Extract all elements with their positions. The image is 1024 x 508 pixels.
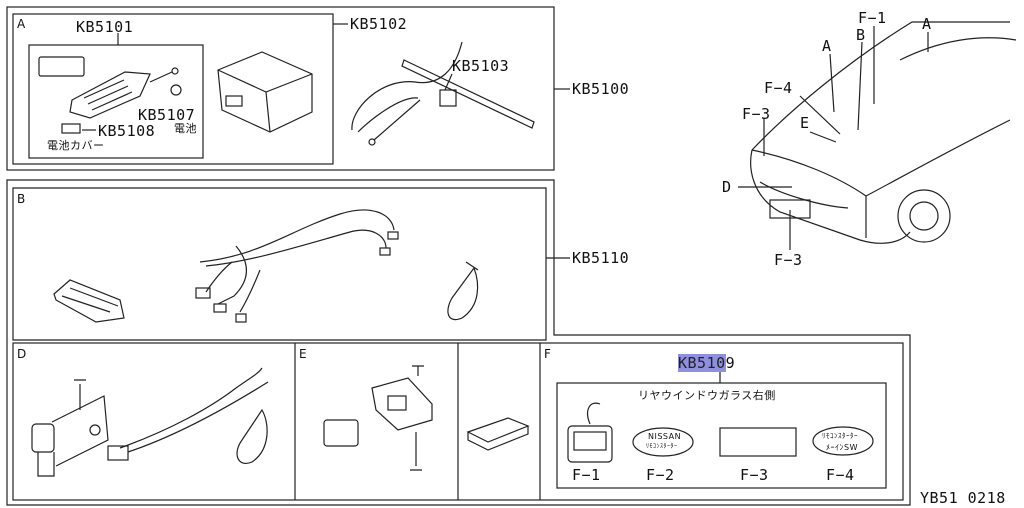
sticker-f1-illustration xyxy=(567,402,613,463)
sticker-f4-text-top: ﾘﾓｺﾝｽﾀｰﾀｰ xyxy=(822,432,858,440)
frame-kb5110 xyxy=(6,179,911,506)
section-label-e: E xyxy=(299,347,308,361)
bracket-illustration xyxy=(53,279,125,323)
car-leaders xyxy=(738,26,929,250)
part-kb5100[interactable]: KB5100 xyxy=(572,80,630,98)
frame-kb5109 xyxy=(556,382,887,489)
sticker-label-f3: F−3 xyxy=(740,466,769,484)
sticker-f3-illustration xyxy=(719,427,797,457)
section-label-d: D xyxy=(17,347,27,361)
part-kb5103[interactable]: KB5103 xyxy=(452,57,510,75)
section-label-b: B xyxy=(17,192,26,206)
sticker-f4-text-bottom: ﾒｰｲﾝSW xyxy=(826,443,858,452)
harness-illustration xyxy=(195,209,399,323)
cable-tie-d-illustration xyxy=(236,408,268,464)
battery-cover-illustration xyxy=(61,123,81,134)
part-kb5110[interactable]: KB5110 xyxy=(572,249,630,267)
car-label-f1: F−1 xyxy=(858,9,887,27)
label-battery-cover: 電池カバー xyxy=(47,139,105,152)
sticker-f2-illustration xyxy=(632,427,694,457)
antenna-illustration xyxy=(351,41,535,146)
frame-kb5101 xyxy=(28,44,204,159)
car-label-a-mid: A xyxy=(822,37,832,55)
label-battery: 電池 xyxy=(174,122,197,135)
part-kb5109-rest: 9 xyxy=(725,354,736,372)
sticker-f2-text: NISSAN xyxy=(648,432,682,441)
sticker-label-f1: F−1 xyxy=(572,466,601,484)
frame-section-a xyxy=(12,13,334,165)
frame-section-b xyxy=(12,187,547,341)
part-kb5109-highlight: KB510 xyxy=(678,354,726,372)
remote-fob-illustration xyxy=(69,67,179,119)
wire-d-illustration xyxy=(107,367,269,461)
sticker-label-f2: F−2 xyxy=(646,466,675,484)
switch-bracket-illustration xyxy=(31,379,109,477)
car-illustration xyxy=(750,21,1017,244)
part-kb5102[interactable]: KB5102 xyxy=(350,15,408,33)
part-kb5109[interactable]: KB5109 xyxy=(678,354,736,372)
diagram-code: YB51 0218 xyxy=(920,489,1006,507)
section-label-f: F xyxy=(544,347,552,361)
sticker-label-f4: F−4 xyxy=(826,466,855,484)
double-tape-illustration xyxy=(466,417,530,451)
part-kb5107[interactable]: KB5107 xyxy=(138,106,196,124)
car-label-d: D xyxy=(722,178,732,196)
control-unit-illustration xyxy=(217,51,313,133)
car-label-f4: F−4 xyxy=(764,79,793,97)
part-kb5101[interactable]: KB5101 xyxy=(76,18,134,36)
battery-illustration xyxy=(170,84,182,96)
tag-card-illustration xyxy=(38,56,85,77)
car-label-a-top: A xyxy=(922,15,932,33)
car-label-f3-left: F−3 xyxy=(742,105,771,123)
car-label-e: E xyxy=(800,114,810,132)
part-kb5108[interactable]: KB5108 xyxy=(98,122,156,140)
cable-tie-b-illustration xyxy=(447,261,479,321)
car-label-b: B xyxy=(856,26,866,44)
label-rear-window-right: リヤウインドウガラス右側 xyxy=(638,389,776,402)
sticker-f2-subtext: ﾘﾓｺﾝｽﾀｰﾀｰ xyxy=(646,443,678,450)
car-label-f3-bottom: F−3 xyxy=(774,251,803,269)
section-label-a: A xyxy=(17,17,26,31)
switch-e-illustration xyxy=(323,365,433,471)
sticker-f4-illustration xyxy=(812,426,874,456)
